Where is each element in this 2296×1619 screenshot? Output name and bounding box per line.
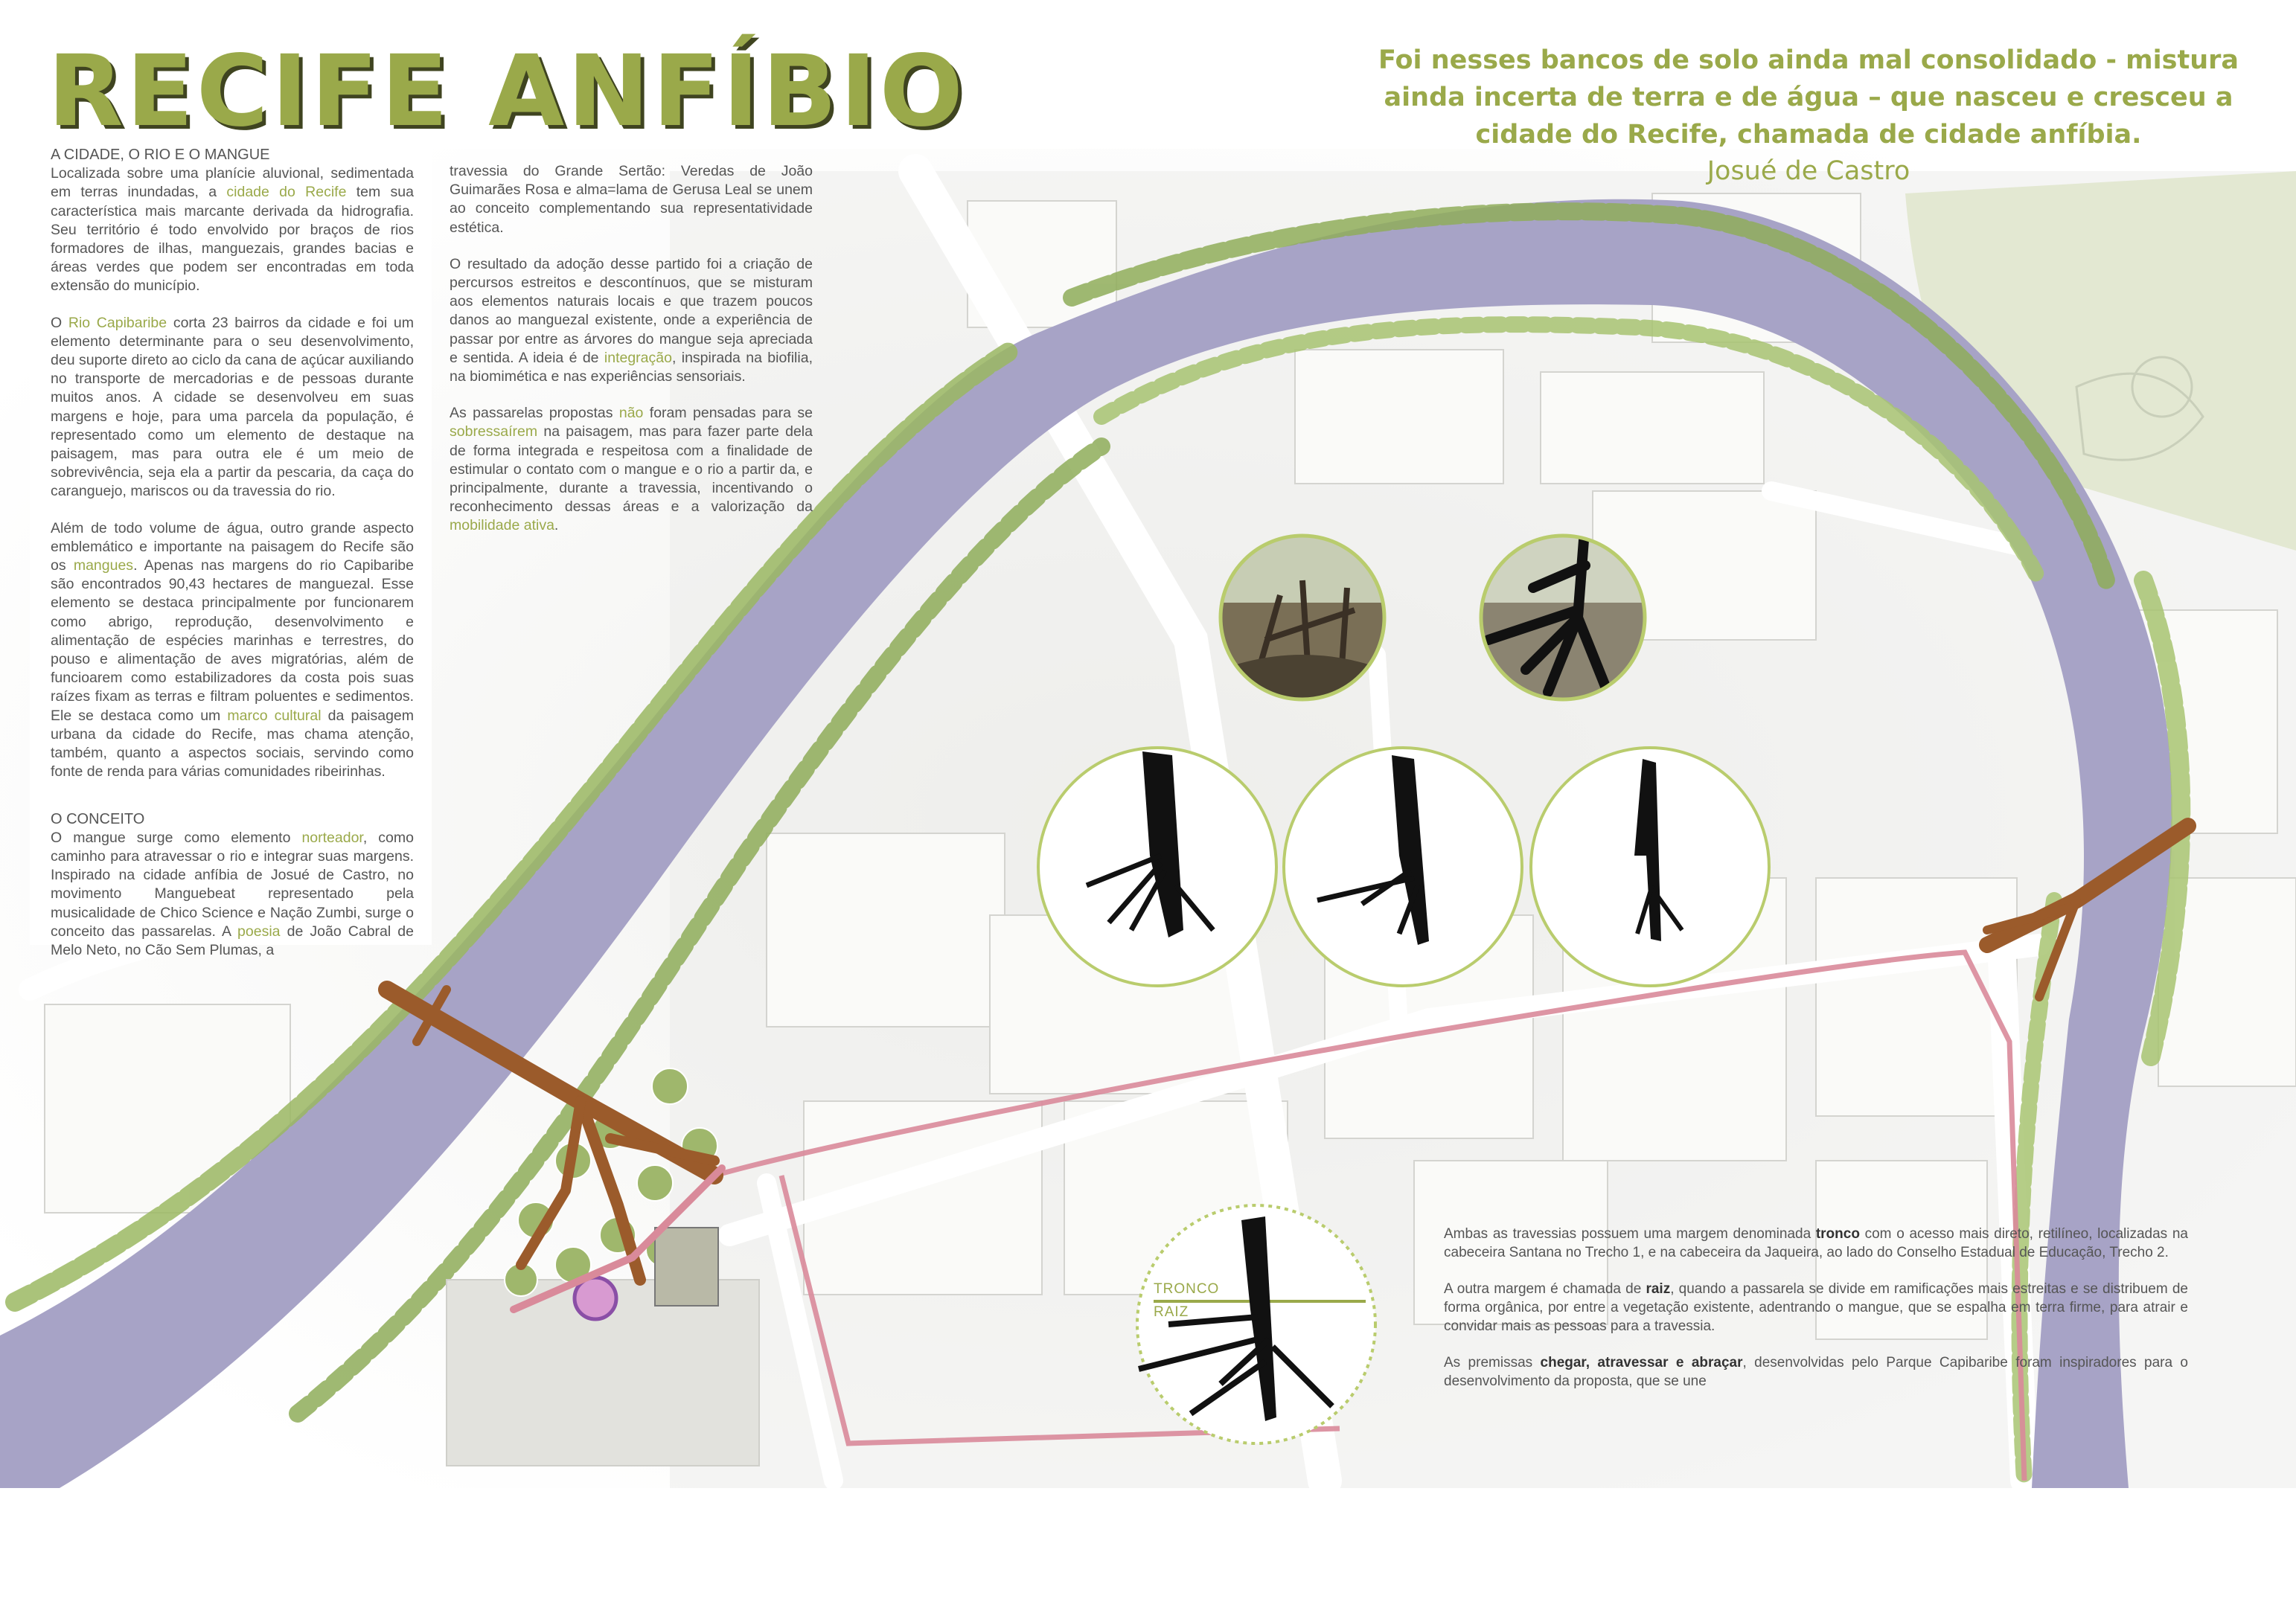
page-title: RECIFE ANFÍBIO: [48, 34, 966, 149]
mangrove-photo-traced: [1481, 536, 1645, 699]
walkway-bridge-2: [1979, 818, 2196, 1001]
section-heading-concept: O CONCEITO: [51, 810, 145, 827]
river-capibaribe: [0, 199, 2172, 1489]
text-column-3: Ambas as travessias possuem uma margem d…: [1444, 1225, 2188, 1408]
walkway-bridge-1: [378, 981, 726, 1313]
root-diagram-3: [1529, 746, 1771, 987]
text-column-1: A CIDADE, O RIO E O MANGUE Localizada so…: [51, 146, 414, 978]
paragraph-river: O Rio Capibaribe corta 23 bairros da cid…: [51, 314, 414, 500]
road: [898, 154, 1342, 1498]
mangrove-belt: [1063, 202, 2115, 589]
keyword: raiz: [1646, 1281, 1671, 1297]
label-tronco: TRONCO: [1154, 1281, 1220, 1297]
mangrove-belt: [1093, 316, 2047, 589]
city-block: [1540, 371, 1765, 484]
walkway-connector: [510, 1164, 726, 1313]
city-block: [1815, 877, 2018, 1117]
text-panel-backdrop: [30, 134, 432, 945]
park-track: [2075, 372, 2204, 461]
highlight: sobressaírem: [450, 423, 538, 440]
highlight: Rio Capibaribe: [68, 314, 167, 331]
highlight: integração: [604, 349, 672, 366]
highlight: mangues: [73, 557, 134, 574]
paragraph-premissas: As premissas chegar, atravessar e abraça…: [1444, 1355, 2188, 1389]
city-block: [1294, 349, 1504, 484]
paragraph-result: O resultado da adoção desse partido foi …: [450, 255, 813, 385]
road: [757, 1173, 843, 1490]
paragraph-city: Localizada sobre uma planície aluvional,…: [51, 165, 414, 295]
walkway-branch: [605, 1133, 720, 1166]
walkway-branch: [2035, 896, 2081, 1001]
keyword: tronco: [1815, 1226, 1860, 1242]
walkway-branch: [412, 985, 451, 1046]
highlight: não: [618, 405, 644, 422]
quote-block: Foi nesses bancos de solo ainda mal cons…: [1377, 42, 2240, 189]
sports-court: [654, 1227, 719, 1307]
highlight: poesia: [237, 923, 281, 940]
label-raiz: RAIZ: [1154, 1304, 1189, 1320]
mangrove-belt: [5, 340, 1022, 1312]
highlight: norteador: [301, 829, 363, 846]
highlight: mobilidade ativa: [450, 517, 554, 534]
mangrove-belt: [289, 437, 1110, 1423]
quote-author: Josué de Castro: [1707, 156, 1910, 186]
trunk-root-diagram: [1136, 1204, 1377, 1445]
highlight: marco cultural: [227, 707, 322, 724]
city-block: [1413, 1160, 1608, 1325]
walkway-branch: [1983, 903, 2073, 934]
paragraph-mangrove: Além de todo volume de água, outro grand…: [51, 519, 415, 780]
keyword: chegar, atravessar e abraçar: [1540, 1355, 1743, 1370]
park-roundabout: [2131, 356, 2193, 418]
photo-frame: [1218, 533, 1387, 702]
mangrove-vegetation: [5, 202, 2191, 1489]
paragraph-concept: O mangue surge como elemento norteador, …: [51, 829, 414, 958]
root-diagram-2: [1282, 746, 1523, 987]
text-column-2: travessia do Grande Sertão: Veredas de J…: [450, 162, 813, 554]
city-block: [1815, 1160, 1988, 1340]
paragraph-tronco: Ambas as travessias possuem uma margem d…: [1444, 1226, 2188, 1260]
quote-text: Foi nesses bancos de solo ainda mal cons…: [1378, 45, 2239, 150]
photo-frame: [1479, 533, 1647, 702]
root-diagram-1: [1037, 746, 1278, 987]
paragraph-raiz: A outra margem é chamada de raiz, quando…: [1444, 1281, 2188, 1334]
road: [19, 916, 376, 1001]
city-block: [766, 833, 1005, 1027]
highlight: cidade do Recife: [226, 184, 347, 201]
paragraph-references: travessia do Grande Sertão: Veredas de J…: [450, 163, 813, 236]
walkway-branch: [516, 1096, 586, 1270]
paragraph-walkways: As passarelas propostas não foram pensad…: [450, 405, 813, 534]
section-heading-city: A CIDADE, O RIO E O MANGUE: [51, 147, 270, 163]
bike-path: [714, 949, 2027, 1481]
